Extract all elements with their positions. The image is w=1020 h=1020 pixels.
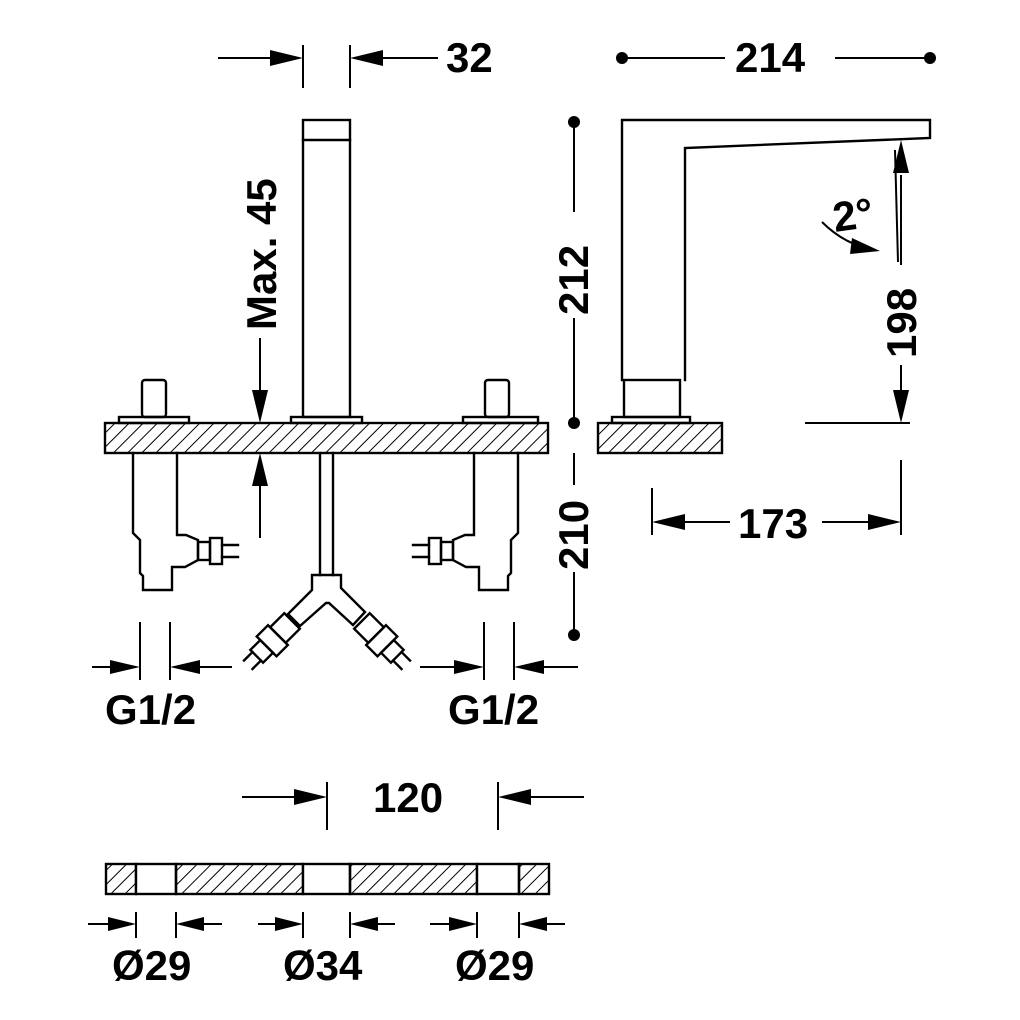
dim-label-hole-right: Ø29 — [455, 942, 534, 989]
dim-spout-angle: 2° — [821, 149, 899, 263]
deck-hole-section: 120 Ø29 Ø34 — [88, 774, 584, 989]
dim-inlet-left: G1/2 — [92, 622, 232, 733]
dim-hole-center: Ø34 — [258, 912, 395, 989]
dim-label-inlet-left: G1/2 — [105, 686, 196, 733]
front-view: 32 Max. 45 G1/2 G1/2 — [92, 34, 597, 733]
left-valve-body — [131, 451, 240, 592]
dim-label-spout-angle: 2° — [830, 189, 876, 241]
hole-center — [301, 862, 352, 896]
side-view: 214 198 2° 173 — [596, 34, 936, 547]
dim-label-spout-reach: 173 — [738, 500, 808, 547]
dim-label-deck-thickness: Max. 45 — [238, 178, 285, 330]
dim-label-depth-below-deck: 210 — [550, 500, 597, 570]
dim-spout-width: 32 — [218, 34, 493, 88]
dim-label-hole-spacing: 120 — [373, 774, 443, 821]
dim-outlet-height: 198 — [805, 140, 925, 424]
dim-label-hole-center: Ø34 — [283, 942, 363, 989]
deck-section — [103, 421, 550, 455]
dim-spout-reach: 173 — [651, 460, 902, 547]
right-handle — [461, 378, 540, 425]
dim-hole-spacing: 120 — [242, 774, 584, 830]
y-connector — [242, 451, 412, 671]
dim-label-hole-left: Ø29 — [112, 942, 191, 989]
dim-hole-right: Ø29 — [430, 912, 565, 989]
dim-hole-left: Ø29 — [88, 912, 222, 989]
dim-deck-thickness: Max. 45 — [238, 178, 285, 538]
spout-body — [289, 118, 364, 425]
left-handle — [117, 378, 191, 425]
dim-label-outlet-height: 198 — [878, 288, 925, 358]
hole-left — [134, 862, 178, 896]
dim-label-spout-width: 32 — [446, 34, 493, 81]
dim-label-inlet-right: G1/2 — [448, 686, 539, 733]
dim-overall-length: 214 — [616, 34, 936, 81]
dim-label-height-above-deck: 212 — [550, 245, 597, 315]
deck-section-side — [596, 421, 724, 455]
spout-profile — [620, 118, 932, 382]
dim-label-overall-length: 214 — [735, 34, 806, 81]
right-valve-body — [411, 451, 520, 592]
dim-height-depth: 212 210 — [550, 116, 597, 641]
dim-inlet-right: G1/2 — [420, 622, 578, 733]
hole-right — [475, 862, 521, 896]
